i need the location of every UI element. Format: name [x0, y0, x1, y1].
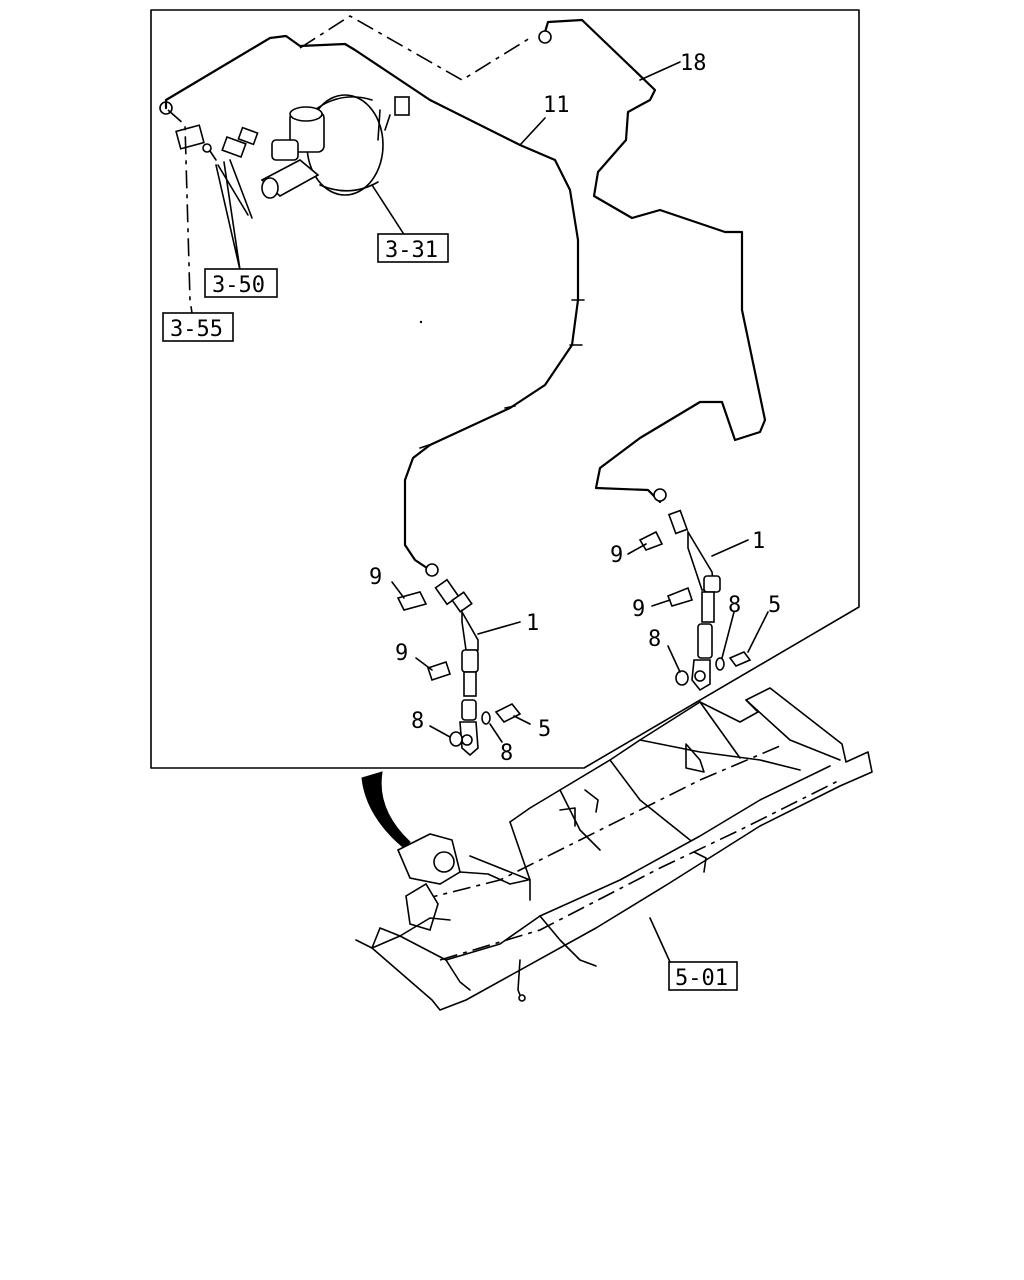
ref-3-50: 3-50 [212, 273, 265, 298]
clip-9-right-lower [666, 586, 694, 607]
callout-5-left: 5 [538, 717, 551, 742]
brake-booster-master-cylinder [260, 94, 410, 199]
washer-8-right-b [715, 657, 725, 671]
ref-3-31: 3-31 [385, 238, 438, 263]
callout-8-right-a: 8 [648, 627, 661, 652]
callout-5-right: 5 [768, 593, 781, 618]
callout-9-left-a: 9 [369, 565, 382, 590]
callout-9-right-b: 9 [632, 597, 645, 622]
ref-box-5-01 [668, 961, 738, 991]
vehicle-chassis-frame [355, 687, 873, 1011]
brake-hose-left [434, 578, 479, 757]
brake-valve-bracket [159, 101, 259, 219]
detail-frame [150, 9, 860, 769]
dashdot-link-top [299, 15, 531, 81]
ref-5-01: 5-01 [675, 966, 728, 991]
pointer-arrow [361, 771, 411, 849]
bolt-5-right [728, 651, 752, 667]
callout-9-right-a: 9 [610, 543, 623, 568]
leader-18 [639, 61, 681, 81]
ref-3-55: 3-55 [170, 317, 223, 342]
washer-8-right-a [675, 670, 689, 686]
callout-8-right-b: 8 [728, 593, 741, 618]
leader-11 [519, 117, 546, 146]
ref-box-3-55 [162, 312, 234, 342]
stray-dot [419, 320, 423, 324]
brake-pipe-18 [543, 18, 767, 504]
clip-9-left-upper [396, 591, 428, 611]
washer-8-left-b [481, 711, 491, 725]
callout-9-left-b: 9 [395, 641, 408, 666]
leader-5-01 [649, 917, 671, 963]
bolt-5-left [494, 702, 522, 724]
callout-1-right: 1 [752, 529, 765, 554]
brake-pipe-11 [164, 34, 580, 572]
brake-hose-right [667, 509, 721, 692]
callout-1-left: 1 [526, 611, 539, 636]
callout-8-left-b: 8 [500, 741, 513, 766]
callout-8-left-a: 8 [411, 709, 424, 734]
clip-9-right-upper [638, 530, 664, 551]
dashdot-link-left [167, 109, 193, 314]
washer-8-left-a [449, 731, 463, 747]
callout-11: 11 [543, 93, 570, 118]
callout-18: 18 [680, 51, 707, 76]
ref-box-3-50 [204, 268, 278, 298]
clip-9-left-lower [426, 660, 452, 682]
ref-box-3-31 [377, 233, 449, 263]
